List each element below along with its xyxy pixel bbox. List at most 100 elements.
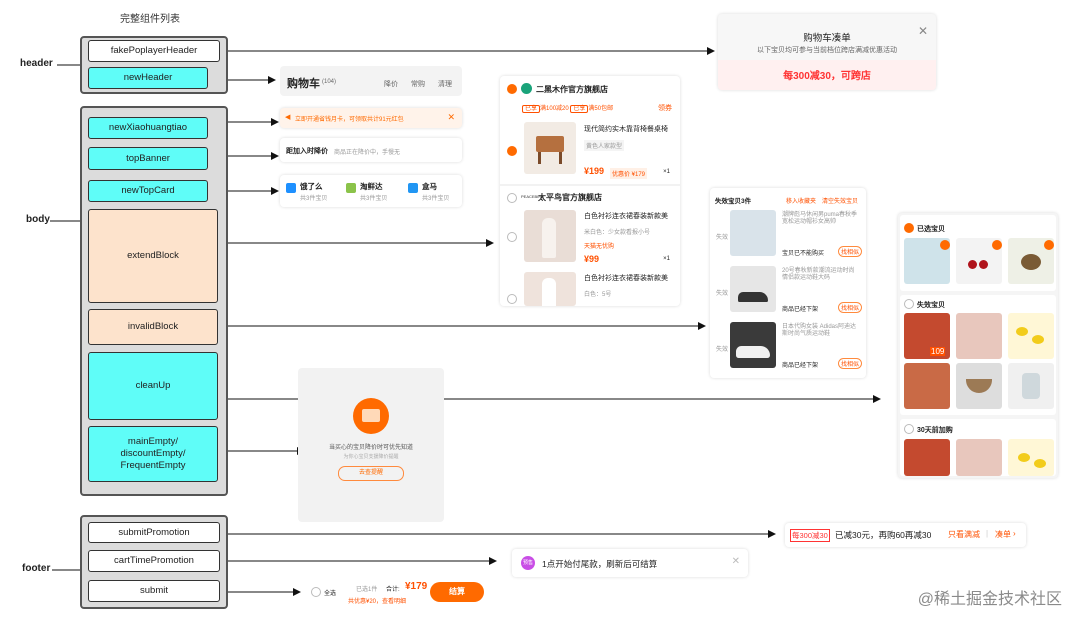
close-icon[interactable]: ✕ — [917, 24, 928, 38]
tab-clean[interactable]: 清理 — [438, 81, 452, 88]
watermark: @稀土掘金技术社区 — [917, 591, 1062, 608]
top-card-item-name[interactable]: 饿了么 — [300, 182, 323, 191]
filter-discount-link[interactable]: 只看满减 — [948, 530, 980, 539]
sneaker-image[interactable] — [730, 322, 776, 368]
cart-time-promotion-node[interactable]: cartTimePromotion — [88, 550, 220, 572]
discount-empty-label: discountEmpty/ — [120, 448, 186, 459]
snack-image[interactable]: 109 — [904, 313, 950, 359]
item-quantity[interactable]: ×1 — [663, 169, 670, 175]
top-card-item-sub: 共3件宝贝 — [422, 196, 450, 202]
dress-image[interactable] — [524, 272, 576, 306]
kettle-image[interactable] — [1008, 363, 1054, 409]
promo-tag: 每300减30 — [790, 529, 830, 542]
select-all-label[interactable]: 全选 — [324, 591, 337, 597]
separator: | — [986, 529, 989, 538]
item-quantity[interactable]: ×1 — [663, 256, 670, 262]
lemon-image[interactable] — [1008, 439, 1054, 476]
item-title[interactable]: 现代简约实木靠背椅餐桌椅 — [584, 126, 668, 133]
tab-frequent[interactable]: 常购 — [411, 81, 425, 88]
find-similar-button[interactable]: 找相似 — [838, 302, 863, 313]
top-card-item-name[interactable]: 盒马 — [422, 182, 437, 191]
poplayer-title: 购物车凑单 — [803, 33, 851, 44]
item-checkbox[interactable] — [507, 146, 517, 156]
new-xiaohuangtiao-node[interactable]: newXiaohuangtiao — [88, 117, 208, 139]
item-title[interactable]: 白色衬衫连衣裙春装新款美 — [584, 275, 668, 282]
shop-checkbox[interactable] — [507, 84, 517, 94]
submit-node[interactable]: submit — [88, 580, 220, 602]
top-card-item-sub: 共3件宝贝 — [360, 196, 388, 202]
frequent-empty-label: FrequentEmpty — [120, 460, 186, 471]
promo-tag: 已享 — [570, 105, 589, 113]
fake-poplayer-header-node[interactable]: fakePoplayerHeader — [88, 40, 220, 62]
jerky-image[interactable] — [956, 313, 1002, 359]
item-sku[interactable]: 米白色：少女款看报小号 — [584, 230, 651, 236]
top-card-item-name[interactable]: 淘鲜达 — [360, 182, 383, 191]
discount-detail-link[interactable]: 共优惠¥20，查看明细 — [348, 599, 407, 605]
item-discount-price: 优惠价 ¥179 — [610, 168, 648, 179]
shop-checkbox[interactable] — [507, 193, 517, 203]
add-on-link[interactable]: 凑单 — [995, 530, 1011, 539]
item-sku[interactable]: 白色：5号 — [584, 292, 612, 298]
find-similar-button[interactable]: 找相似 — [838, 246, 863, 257]
move-to-favorites-link[interactable]: 移入收藏夹 — [786, 199, 817, 205]
invalid-item-status: 宝贝已不能购买 — [782, 251, 825, 257]
promo-text: 满100减20 — [540, 106, 569, 112]
new-top-card-node[interactable]: newTopCard — [88, 180, 208, 202]
invalid-block-panel: 失效宝贝3件 移入收藏夹 清空失效宝贝 失效 潮牌彪马休闲男puma春秋季宽松运… — [710, 188, 866, 378]
invalid-badge: 失效 — [716, 347, 729, 353]
submit-promotion-node[interactable]: submitPromotion — [88, 522, 220, 543]
bowl-image[interactable] — [956, 363, 1002, 409]
checkout-button[interactable]: 结算 — [430, 582, 484, 602]
selected-section-title: 已选宝贝 — [917, 226, 945, 233]
invalid-item-title: 20号春秋新款潮流运动时尚情侣款运动鞋大码 — [782, 268, 855, 281]
snack-image[interactable] — [904, 439, 950, 476]
hoodie-image[interactable] — [730, 210, 776, 256]
close-icon[interactable]: ✕ — [731, 556, 740, 567]
chair-image[interactable] — [524, 122, 576, 174]
close-icon[interactable]: ✕ — [447, 112, 455, 122]
meat-image[interactable] — [904, 363, 950, 409]
shoe-image[interactable] — [730, 266, 776, 312]
top-banner-panel: 距加入时降价 商品正在降价中，手慢无 — [280, 138, 462, 162]
item-sku[interactable]: 黄色人家款型 — [584, 140, 625, 151]
hema-icon — [408, 183, 418, 193]
coupon-link[interactable]: 领券 — [658, 105, 672, 112]
service-tag: 天猫无忧购 — [584, 244, 615, 250]
section-checkbox[interactable] — [904, 223, 914, 233]
cart-count: (104) — [322, 79, 337, 85]
clean-up-panel: 已选宝贝 失效宝贝 109 30天前加购 — [898, 213, 1058, 478]
shop-name[interactable]: 二黑木作官方旗舰店 — [536, 85, 608, 94]
dress-image[interactable] — [524, 210, 576, 262]
tab-price-drop[interactable]: 降价 — [384, 81, 398, 88]
cart-time-promotion-text: 1点开始付尾款，刷新后可结算 — [542, 559, 658, 569]
item-checkbox[interactable] — [507, 232, 517, 242]
shop-name[interactable]: 太平鸟官方旗舰店 — [538, 193, 602, 202]
poplayer-header-panel: 购物车凑单 ✕ 以下宝贝均可参与当前档位跨店满减优惠活动 每300减30，可跨店 — [718, 14, 936, 90]
cart-title: 购物车 — [287, 78, 320, 90]
kiwi-image[interactable] — [1008, 238, 1054, 284]
new-header-node[interactable]: newHeader — [88, 67, 208, 89]
lemon-image[interactable] — [1008, 313, 1054, 359]
invalid-item-status: 商品已经下架 — [782, 363, 819, 369]
select-all-checkbox[interactable] — [311, 587, 321, 597]
invalid-block-node[interactable]: invalidBlock — [88, 309, 218, 345]
section-checkbox[interactable] — [904, 299, 914, 309]
item-checkbox[interactable] — [940, 240, 950, 250]
jerky-image[interactable] — [956, 439, 1002, 476]
set-reminder-button[interactable]: 去查提醒 — [338, 466, 404, 481]
empty-states-node[interactable]: mainEmpty/ discountEmpty/ FrequentEmpty — [88, 426, 218, 482]
section-checkbox[interactable] — [904, 424, 914, 434]
item-checkbox[interactable] — [1044, 240, 1054, 250]
price-tag: 109 — [930, 347, 946, 356]
item-checkbox[interactable] — [507, 294, 517, 304]
item-title[interactable]: 白色衬衫连衣裙春装新款美 — [584, 213, 668, 220]
promo-text: 满50包邮 — [588, 106, 614, 112]
find-similar-button[interactable]: 找相似 — [838, 358, 863, 369]
shop-logo: PEACEBIRD — [521, 194, 545, 199]
item-checkbox[interactable] — [992, 240, 1002, 250]
clear-invalid-link[interactable]: 清空失效宝贝 — [822, 199, 859, 205]
clean-up-node[interactable]: cleanUp — [88, 352, 218, 420]
cart-time-promotion-panel: 预售 1点开始付尾款，刷新后可结算 ✕ — [512, 549, 748, 577]
top-banner-node[interactable]: topBanner — [88, 147, 208, 170]
extend-block-node[interactable]: extendBlock — [88, 209, 218, 303]
